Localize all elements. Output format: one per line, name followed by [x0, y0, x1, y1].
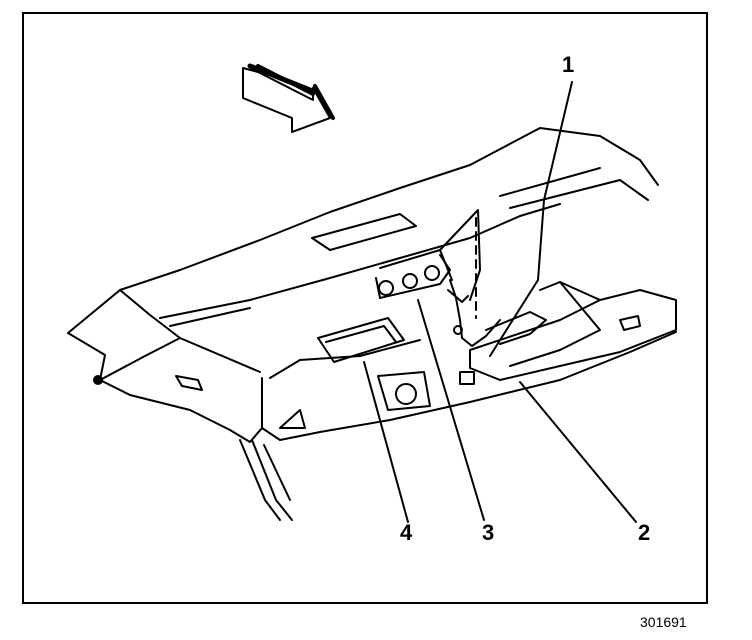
- callout-2: 2: [638, 520, 651, 545]
- leader-line-4: [363, 361, 409, 523]
- leader-line-3: [417, 299, 485, 521]
- dome-lamp: [311, 213, 417, 251]
- callout-4: 4: [400, 520, 413, 545]
- callout-1: 1: [562, 52, 575, 77]
- diagram-frame: [22, 12, 708, 604]
- leader-line-1: [489, 81, 573, 357]
- reading-lamp: [317, 317, 405, 363]
- front-direction-arrow-icon: [242, 63, 335, 133]
- leader-line-2: [519, 381, 637, 523]
- callout-3: 3: [482, 520, 495, 545]
- figure-number: 301691: [640, 614, 687, 630]
- headliner-outline: [67, 127, 659, 334]
